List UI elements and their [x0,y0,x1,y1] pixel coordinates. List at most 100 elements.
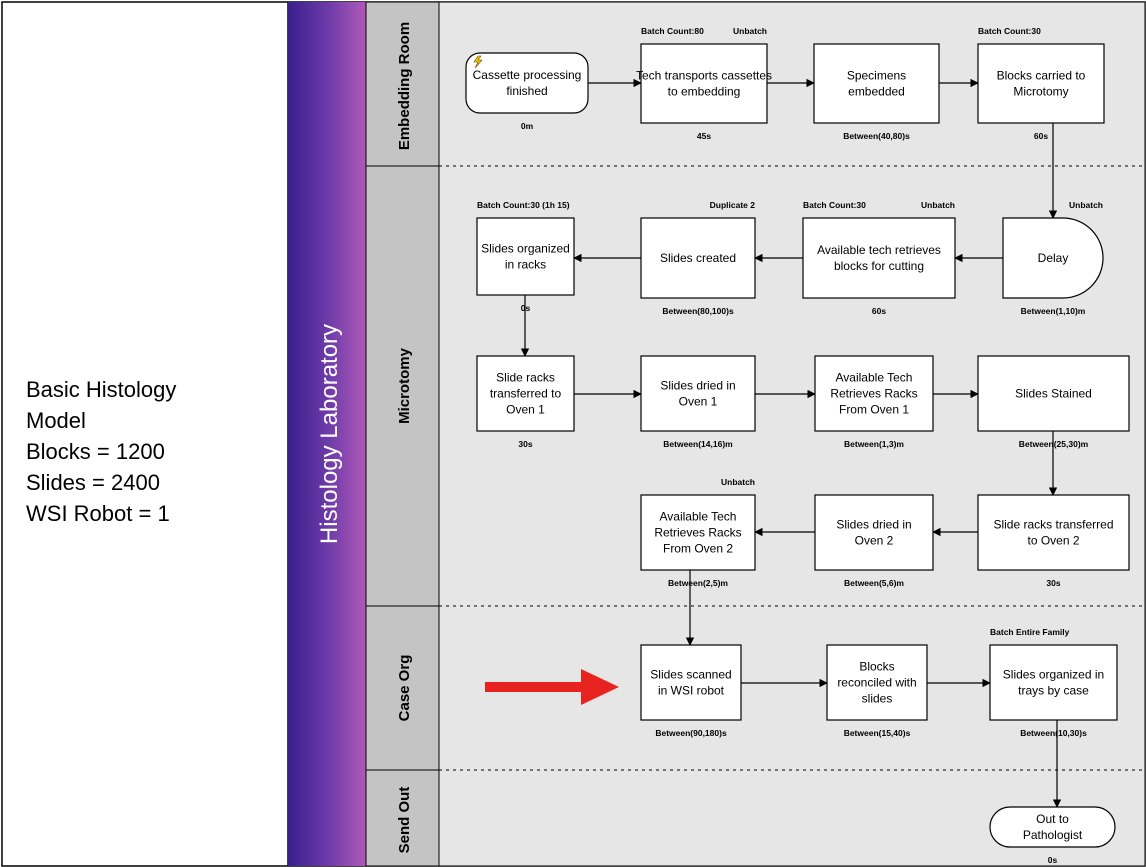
process-step-shape [826,644,928,721]
flow-nodes: Cassette processing finished 0m Tech transp… [465,26,1130,865]
process-step: Slides createdBetween(80,100)sDuplicate … [640,200,756,316]
process-step-label: to embedding [668,85,741,99]
process-step-label: embedded [848,85,905,99]
highlight-arrow-icon [485,669,619,705]
model-description-line: Blocks = 1200 [26,439,165,464]
process-step-duration: Between(15,40)s [844,728,911,738]
process-step-label: Pathologist [1023,828,1083,842]
process-step-shape [640,494,756,571]
process-step-duration: Between(80,100)s [662,306,734,316]
process-step-label: Blocks [859,660,894,674]
process-step: Cassette processing finished 0m [465,52,589,131]
process-step-batch-note: Batch Count:30 [803,200,866,210]
process-step-duration: Between(2,5)m [668,578,728,588]
process-step-shape [476,355,575,432]
process-step-label: slides [862,692,893,706]
model-description-line: WSI Robot = 1 [26,501,170,526]
process-step-shape [989,644,1118,721]
process-step-label: Available Tech [836,371,913,385]
process-step-label: trays by case [1018,684,1089,698]
process-step-label: Slides scanned [650,668,731,682]
process-step-shape [977,43,1105,124]
process-step-label: Slides organized [481,242,570,256]
process-step-shape [813,43,940,124]
lane-label-column [365,1,440,867]
process-step-shape [640,217,756,299]
process-step-shape [476,217,575,296]
lane-label-embedding-room: Embedding Room [396,22,413,150]
process-step-shape [977,494,1130,571]
process-step-label: blocks for cutting [834,259,924,273]
process-step-label: Out to [1036,812,1069,826]
lane-label-send-out: Send Out [396,787,413,854]
process-step-duration: 45s [697,131,711,141]
process-step-shape [1002,217,1104,299]
process-step-batch-note: Batch Entire Family [990,627,1070,637]
process-step-batch-note: Batch Count:30 (1h 15) [477,200,570,210]
model-description-line: Slides = 2400 [26,470,160,495]
lightning-icon [473,55,483,69]
flow-edges [520,78,1062,808]
process-step-batch-note: Batch Count:30 [978,26,1041,36]
process-step-label: Slide racks transferred [993,518,1113,532]
process-step-duration: Between(40,80)s [843,131,910,141]
process-step-label: Tech transports cassettes [636,69,772,83]
process-step-label: Cassette processing [473,68,582,82]
process-step-duration: Between(90,180)s [655,728,727,738]
process-step-shape [814,355,934,432]
process-step-batch-note: Unbatch [721,477,755,487]
process-step-shape [802,217,956,299]
lane-label-microtomy: Microtomy [396,347,413,424]
process-step-label: finished [506,84,547,98]
process-step-shape [640,43,768,124]
process-step-shape [640,644,742,721]
process-step-label: From Oven 2 [663,542,733,556]
lane-label-case-org: Case Org [396,655,413,722]
process-step-shape [989,806,1116,848]
pool-title: Histology Laboratory [316,324,343,544]
process-step-batch-note: Unbatch [921,200,955,210]
process-step-label: Retrieves Racks [830,387,917,401]
process-step-duration: Between(14,16)m [663,439,733,449]
process-step-batch-note: Unbatch [1069,200,1103,210]
process-step-shape [465,52,589,114]
process-step-label: to Oven 2 [1027,534,1079,548]
process-step-label: in racks [505,258,546,272]
process-step: Tech transports cassettes to embedding 45s… [636,26,772,141]
process-step-label: Retrieves Racks [654,526,741,540]
process-step-label: Slides dried in [660,379,735,393]
process-step-label: Microtomy [1013,85,1068,99]
process-step-duration: Between(1,10)m [1021,306,1086,316]
process-step-label: Oven 2 [855,534,894,548]
process-step-batch-note: Batch Count:80 [641,26,704,36]
model-description-line: Model [26,408,86,433]
process-step-label: Specimens [847,69,906,83]
model-description-line: Basic Histology [26,377,177,402]
process-step-duration: 30s [518,439,532,449]
process-step: Blocks reconciled with slidesBetween(15,40… [826,644,928,738]
lane-separators [366,165,1145,771]
process-step-label: Oven 1 [506,403,545,417]
process-step-duration: Between(10,30)s [1020,728,1087,738]
process-step-duration: 0m [521,121,534,131]
process-step-duration: 60s [1034,131,1048,141]
process-step-duration: 60s [872,306,886,316]
process-step-label: Slides Stained [1015,387,1092,401]
process-step-duration: Between(1,3)m [844,439,904,449]
model-description: Basic Histology Model Blocks = 1200 Slid… [26,374,276,529]
process-step-label: Slide racks [496,371,555,385]
process-step-batch-note: Unbatch [733,26,767,36]
process-step-label: reconciled with [837,676,916,690]
